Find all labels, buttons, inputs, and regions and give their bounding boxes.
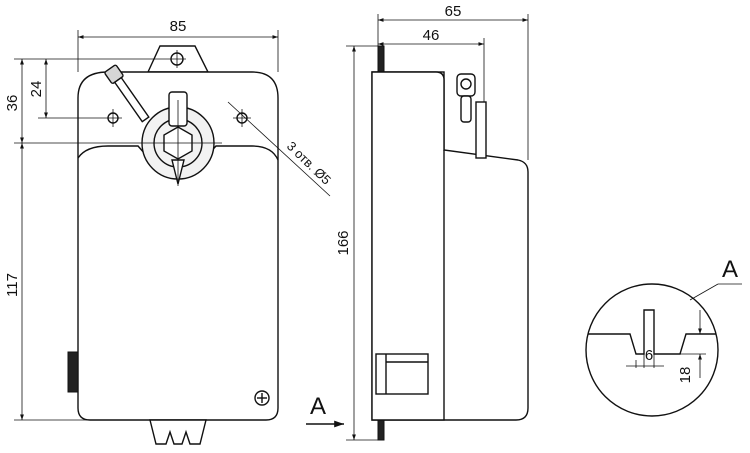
side-view: 65 46 166 A — [306, 3, 529, 441]
side-shaft — [475, 101, 487, 159]
dim-36: 36 — [4, 95, 21, 112]
side-housing — [371, 71, 529, 421]
bottom-bracket — [149, 419, 207, 445]
detail-dim-6: 6 — [645, 347, 653, 364]
cable-connector — [67, 351, 79, 393]
housing-body — [77, 71, 279, 421]
dim-24: 24 — [28, 81, 45, 98]
detail-label: A — [722, 256, 738, 283]
dim-depth-65: 65 — [445, 3, 462, 20]
detail-a: 6 18 A — [585, 256, 742, 417]
dim-width-85: 85 — [170, 18, 187, 35]
side-plate-top — [377, 45, 385, 73]
side-connector — [375, 353, 429, 395]
detail-dim-18: 18 — [677, 367, 694, 384]
view-arrow-label: A — [310, 393, 326, 420]
side-bolt-shank — [460, 95, 472, 123]
manual-lever — [104, 64, 150, 123]
dim-depth-46: 46 — [423, 27, 440, 44]
dim-height-117: 117 — [4, 273, 21, 297]
front-view: 85 24 36 117 3 отв. Ø5 — [4, 18, 334, 445]
side-plate-bottom — [377, 419, 385, 441]
dim-height-166: 166 — [335, 230, 352, 255]
side-bolt-head — [456, 73, 476, 97]
holes-note: 3 отв. Ø5 — [284, 138, 334, 187]
detail-circle — [585, 283, 719, 417]
